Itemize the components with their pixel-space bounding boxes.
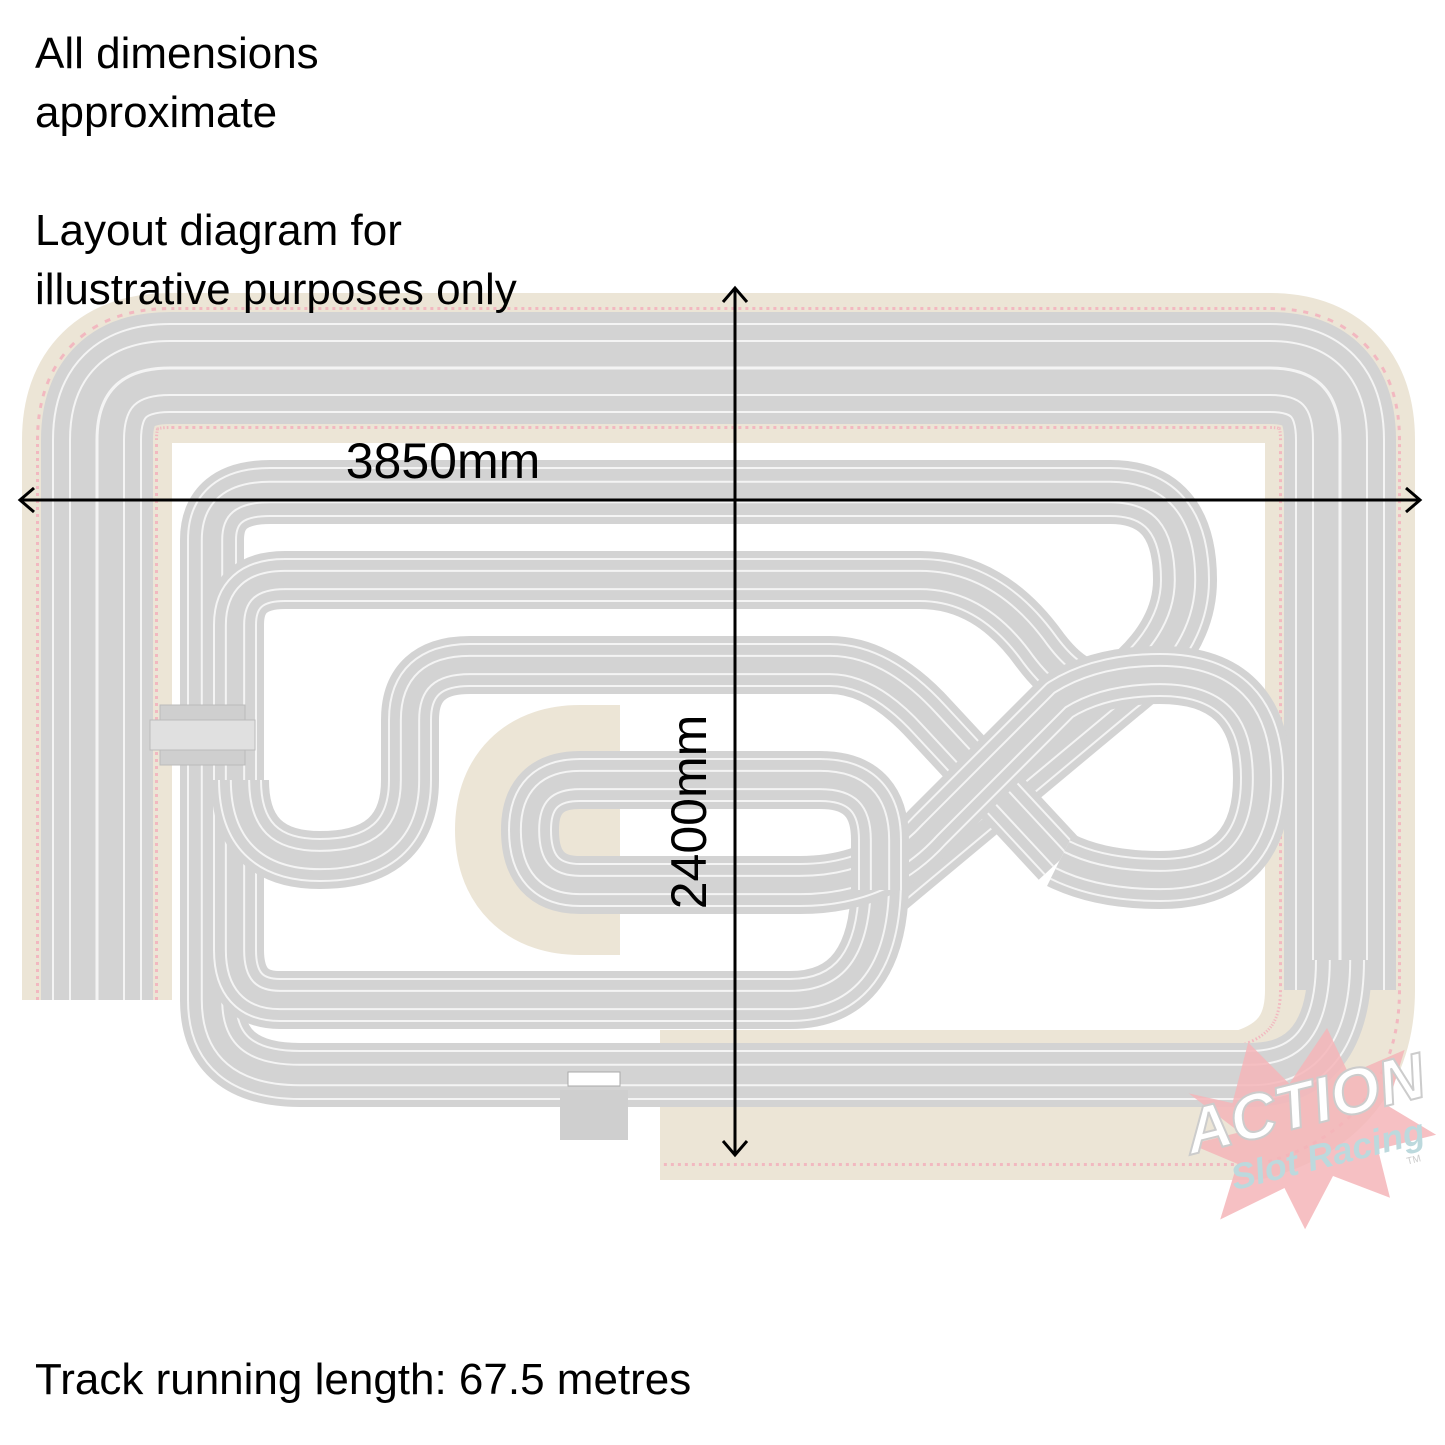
track-pieces bbox=[41, 312, 1396, 1107]
logo-tm: TM bbox=[1406, 1153, 1423, 1167]
note-dimensions-line2: approximate bbox=[35, 88, 278, 137]
track-segment bbox=[521, 771, 889, 894]
bridge bbox=[149, 704, 256, 766]
height-label: 2400mm bbox=[661, 715, 717, 910]
track-segment bbox=[95, 366, 1342, 1000]
track-segment bbox=[799, 666, 1271, 894]
track-segment bbox=[231, 656, 1066, 869]
note-illustrative-line2: illustrative purposes only bbox=[35, 265, 517, 314]
note-dimensions-line1: All dimensions bbox=[35, 29, 319, 78]
pit-building bbox=[560, 1071, 628, 1140]
width-dimension-arrow bbox=[17, 486, 1423, 514]
track-segment bbox=[226, 571, 1101, 1009]
track-segment bbox=[202, 482, 1350, 1085]
height-dimension-arrow bbox=[721, 285, 749, 1158]
note-illustrative-line1: Layout diagram for bbox=[35, 206, 402, 255]
width-label: 3850mm bbox=[346, 433, 541, 489]
track-running-length: Track running length: 67.5 metres bbox=[35, 1355, 692, 1404]
